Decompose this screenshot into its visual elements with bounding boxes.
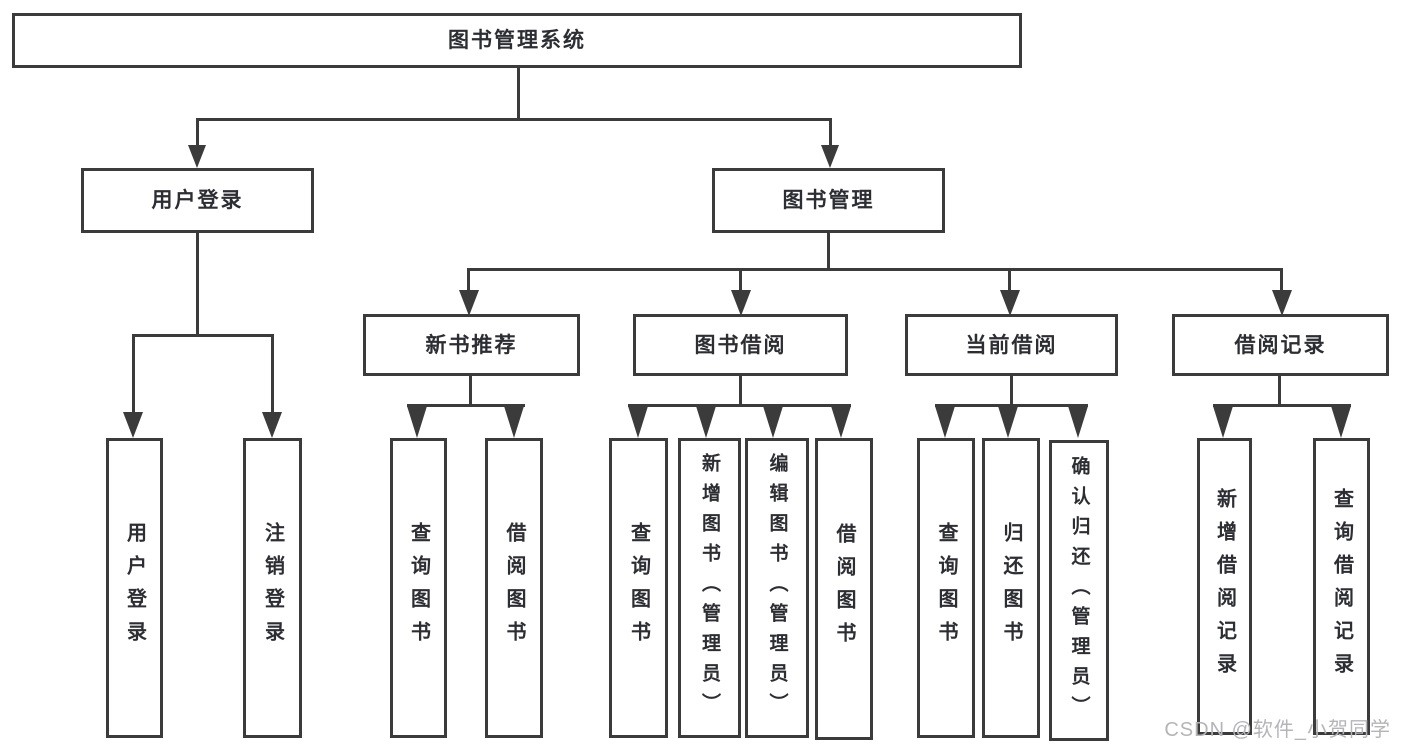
arrow-down-icon — [1331, 406, 1351, 438]
leaf-borrow-books-2: 借阅图书 — [815, 438, 873, 740]
connector-line — [935, 404, 1088, 407]
connector-line — [517, 66, 520, 121]
connector-line — [829, 118, 832, 147]
leaf-query-books: 查询图书 — [390, 438, 447, 738]
node-current-borrow: 当前借阅 — [905, 314, 1118, 376]
connector-line — [1010, 374, 1013, 407]
leaf-confirm-return-admin: 确认归还（管理员） — [1049, 440, 1109, 741]
arrow-down-icon — [831, 406, 851, 438]
node-label: 新书推荐 — [425, 333, 518, 357]
leaf-user-login: 用户登录 — [106, 438, 163, 738]
connector-line — [1278, 374, 1281, 407]
arrow-down-icon — [731, 290, 751, 316]
connector-line — [827, 231, 830, 271]
arrow-down-icon — [1068, 406, 1088, 438]
leaf-return-books: 归还图书 — [982, 438, 1040, 738]
node-book-borrow: 图书借阅 — [633, 314, 848, 376]
arrow-down-icon — [188, 145, 206, 168]
csdn-watermark: CSDN @软件_小贺同学 — [1164, 719, 1391, 741]
arrow-down-icon — [262, 412, 282, 438]
connector-line — [467, 268, 1283, 271]
leaf-query-books-2: 查询图书 — [609, 438, 668, 738]
connector-line — [739, 268, 742, 294]
node-user-login: 用户登录 — [81, 168, 314, 233]
arrow-down-icon — [504, 406, 524, 438]
node-label: 归还图书 — [1000, 522, 1022, 654]
node-label: 编辑图书（管理员） — [766, 453, 788, 723]
connector-line — [469, 374, 472, 407]
node-label: 借阅图书 — [833, 523, 855, 655]
node-label: 图书管理系统 — [448, 29, 586, 52]
connector-line — [1008, 268, 1011, 294]
node-label: 查询图书 — [627, 522, 650, 654]
connector-line — [196, 118, 199, 147]
node-label: 查询图书 — [407, 522, 430, 654]
node-label: 用户登录 — [151, 189, 244, 212]
arrow-down-icon — [1000, 290, 1020, 316]
leaf-borrow-books: 借阅图书 — [485, 438, 543, 738]
node-label: 借阅图书 — [503, 522, 525, 654]
connector-line — [271, 334, 274, 414]
node-label: 新增借阅记录 — [1213, 487, 1236, 686]
node-label: 当前借阅 — [965, 333, 1058, 357]
arrow-down-icon — [459, 290, 479, 316]
leaf-logout: 注销登录 — [243, 438, 302, 738]
node-label: 借阅记录 — [1234, 333, 1327, 357]
connector-line — [1280, 268, 1283, 294]
leaf-add-borrow-record: 新增借阅记录 — [1197, 438, 1252, 735]
leaf-query-borrow-record: 查询借阅记录 — [1313, 438, 1370, 735]
arrow-down-icon — [696, 406, 716, 438]
arrow-down-icon — [1272, 290, 1292, 316]
node-label: 查询图书 — [935, 522, 957, 654]
arrow-down-icon — [407, 406, 427, 438]
connector-line — [132, 334, 135, 414]
connector-line — [196, 231, 199, 337]
node-library-system: 图书管理系统 — [12, 13, 1022, 68]
leaf-query-books-3: 查询图书 — [917, 438, 975, 738]
connector-line — [628, 404, 851, 407]
node-label: 用户登录 — [123, 522, 146, 654]
arrow-down-icon — [123, 412, 143, 438]
node-label: 图书管理 — [782, 189, 875, 212]
connector-line — [132, 334, 273, 337]
arrow-down-icon — [1213, 406, 1233, 438]
node-borrow-records: 借阅记录 — [1172, 314, 1389, 376]
arrow-down-icon — [821, 145, 839, 168]
connector-line — [196, 118, 832, 121]
node-label: 确认归还（管理员） — [1068, 455, 1090, 726]
node-book-management: 图书管理 — [712, 168, 945, 233]
connector-line — [467, 268, 470, 294]
leaf-add-book-admin: 新增图书（管理员） — [678, 438, 741, 738]
connector-line — [407, 404, 525, 407]
node-new-book-recommend: 新书推荐 — [363, 314, 580, 376]
arrow-down-icon — [998, 406, 1018, 438]
connector-line — [739, 374, 742, 407]
node-label: 新增图书（管理员） — [699, 453, 720, 723]
node-label: 查询借阅记录 — [1330, 487, 1353, 686]
node-label: 图书借阅 — [694, 333, 787, 357]
connector-line — [1213, 404, 1351, 407]
node-label: 注销登录 — [261, 522, 284, 654]
leaf-edit-book-admin: 编辑图书（管理员） — [745, 438, 809, 738]
arrow-down-icon — [628, 406, 648, 438]
arrow-down-icon — [935, 406, 955, 438]
arrow-down-icon — [763, 406, 783, 438]
